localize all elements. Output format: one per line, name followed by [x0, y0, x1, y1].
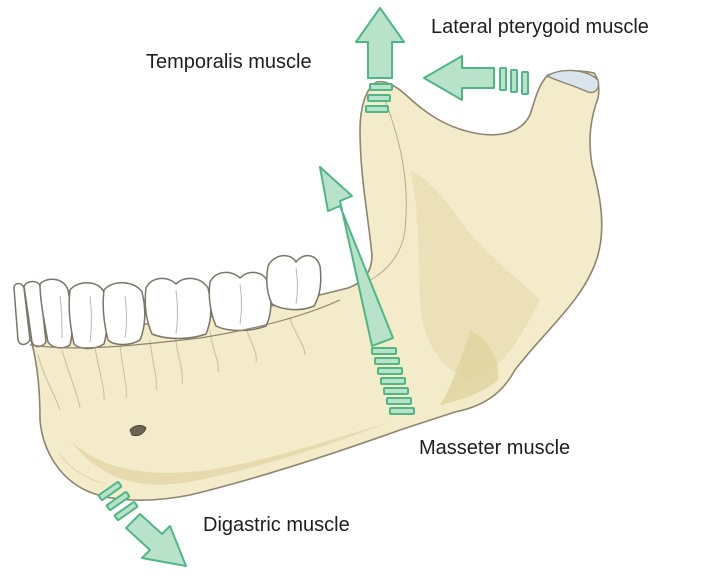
- tooth-premolar-2: [103, 283, 145, 345]
- tooth-premolar-1: [69, 283, 107, 349]
- lateral-pterygoid-attachment: [500, 68, 528, 94]
- temporalis-muscle-label: Temporalis muscle: [146, 52, 312, 72]
- tooth-molar-1: [145, 278, 211, 338]
- tooth-molar-3: [267, 256, 321, 310]
- temporalis-arrow: [356, 8, 404, 78]
- temporalis-attachment: [366, 84, 392, 112]
- masseter-muscle-label: Masseter muscle: [419, 438, 570, 458]
- lateral-pterygoid-muscle-label: Lateral pterygoid muscle: [431, 17, 649, 37]
- lateral-pterygoid-arrow: [424, 56, 494, 100]
- digastric-arrow: [126, 514, 186, 566]
- digastric-muscle-label: Digastric muscle: [203, 515, 350, 535]
